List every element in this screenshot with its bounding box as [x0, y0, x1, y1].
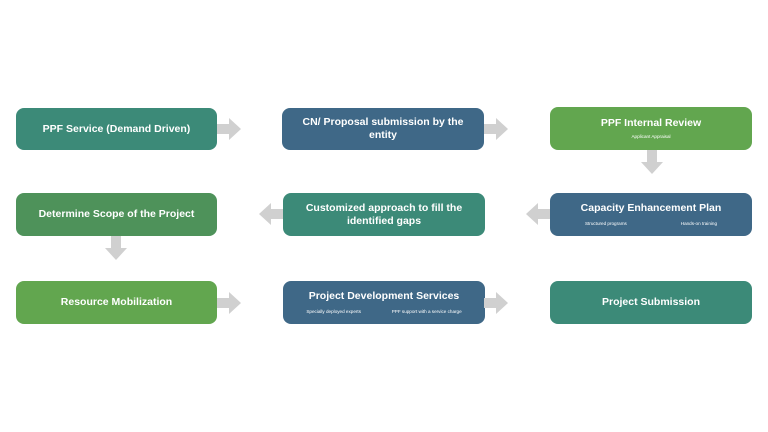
- arrow-right-icon: [217, 118, 241, 140]
- step-project-dev-services-title: Project Development Services: [308, 290, 460, 302]
- step-ppf-review-sub: Applicant Appraisal: [631, 134, 671, 139]
- step-ppf-review-title: PPF Internal Review: [600, 117, 702, 129]
- step-project-dev-services: Project Development Services Specially d…: [283, 281, 485, 324]
- step-project-submission-title: Project Submission: [601, 296, 701, 308]
- step-ppf-service: PPF Service (Demand Driven): [16, 108, 217, 150]
- step-customized-approach-title: Customized approach to fill the identifi…: [305, 201, 463, 227]
- arrow-down-icon: [105, 236, 127, 260]
- step-capacity-plan-sub-1: Structured programs: [584, 221, 627, 226]
- step-resource-mobilization-title: Resource Mobilization: [60, 296, 173, 308]
- step-capacity-plan: Capacity Enhancement Plan Structured pro…: [550, 193, 752, 236]
- step-ppf-service-title: PPF Service (Demand Driven): [42, 122, 191, 135]
- step-project-dev-services-sub-1: Specially deployed experts: [306, 309, 361, 314]
- step-capacity-plan-title: Capacity Enhancement Plan: [580, 202, 722, 214]
- arrow-right-icon: [217, 292, 241, 314]
- arrow-left-icon: [259, 203, 283, 225]
- arrow-left-icon: [526, 203, 550, 225]
- arrow-right-icon: [484, 292, 508, 314]
- step-determine-scope: Determine Scope of the Project: [16, 193, 217, 236]
- step-capacity-plan-sub-2: Hands-on training: [680, 221, 718, 226]
- step-determine-scope-title: Determine Scope of the Project: [38, 208, 195, 220]
- arrow-right-icon: [484, 118, 508, 140]
- step-cn-proposal-title: CN/ Proposal submission by the entity: [302, 116, 464, 141]
- step-cn-proposal: CN/ Proposal submission by the entity: [282, 108, 484, 150]
- step-project-submission: Project Submission: [550, 281, 752, 324]
- step-ppf-review: PPF Internal Review Applicant Appraisal: [550, 107, 752, 150]
- step-resource-mobilization: Resource Mobilization: [16, 281, 217, 324]
- arrow-down-icon: [641, 150, 663, 174]
- step-project-dev-services-sub-2: PPF support with a service charge: [391, 309, 462, 314]
- step-customized-approach: Customized approach to fill the identifi…: [283, 193, 485, 236]
